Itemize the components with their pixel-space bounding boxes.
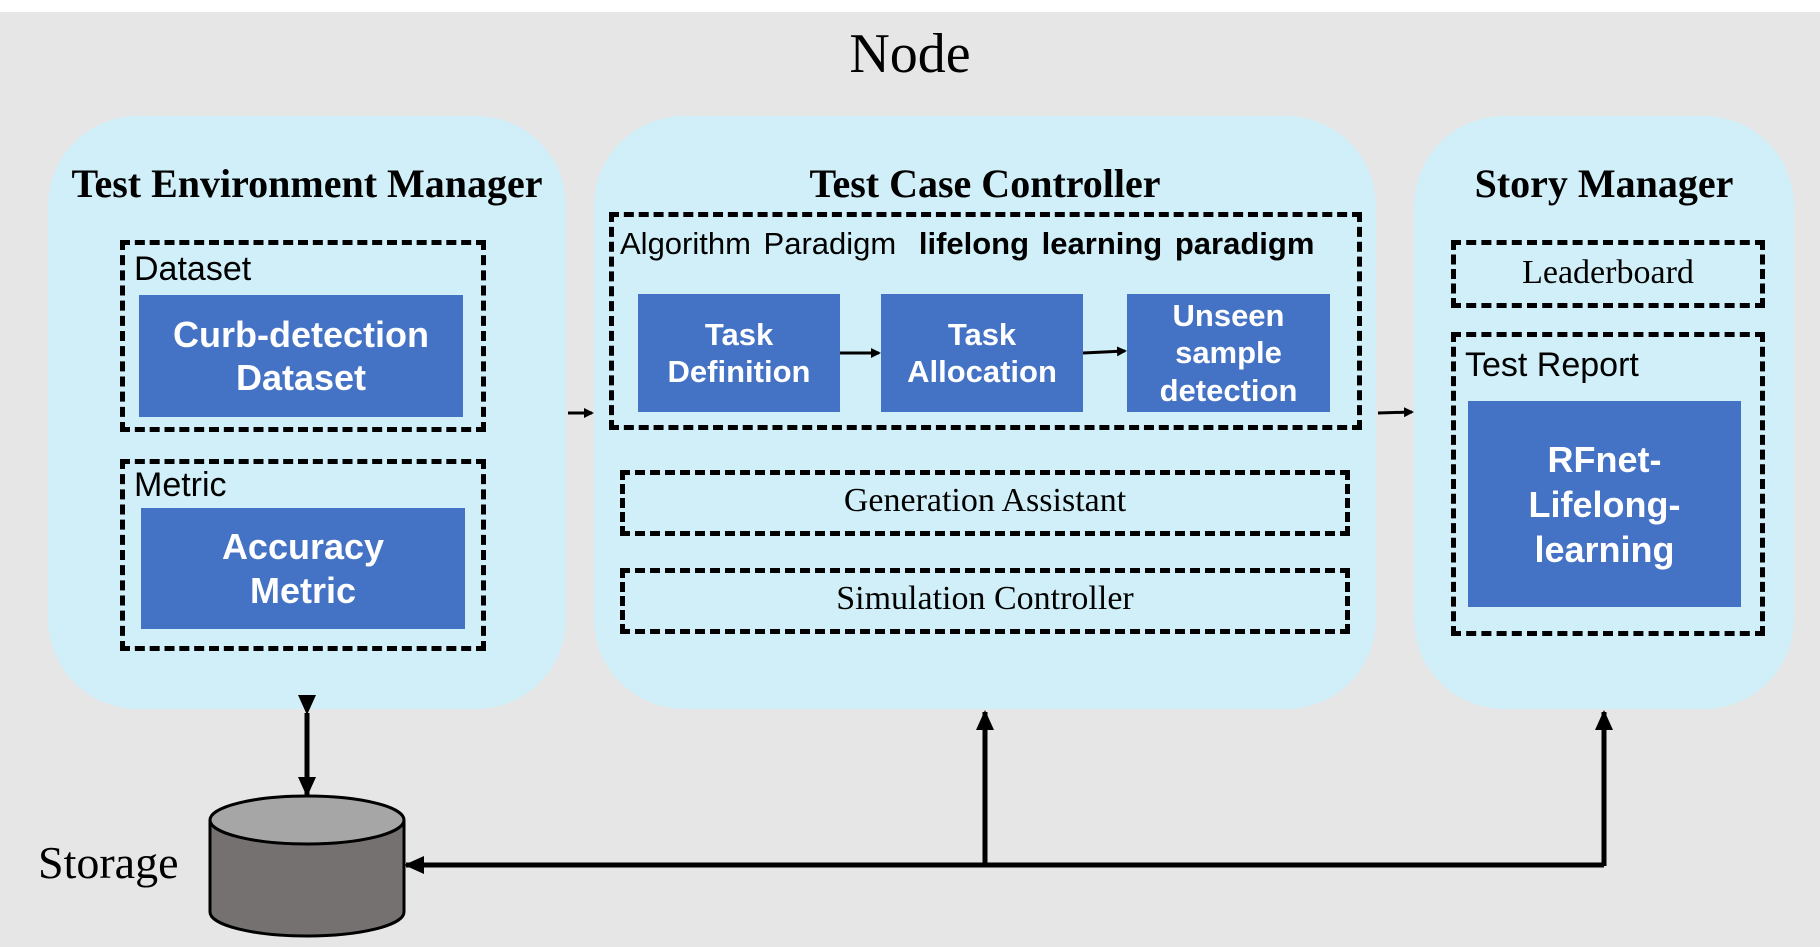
dataset-group xyxy=(120,240,486,432)
rfnet-lifelong-learning-box: RFnet-Lifelong-learning xyxy=(1468,401,1741,607)
generation-assistant-group xyxy=(620,470,1350,536)
story-manager-title: Story Manager xyxy=(1474,161,1734,206)
metric-label: Metric xyxy=(134,466,227,504)
simulation-controller-label: Simulation Controller xyxy=(836,580,1134,617)
paradigm-name: lifelong learning paradigm xyxy=(918,226,1315,261)
node-title: Node xyxy=(849,23,971,85)
storage-bus-line xyxy=(985,862,1607,868)
task-allocation-box: Task Allocation xyxy=(881,294,1083,412)
test-environment-manager-title: Test Environment Manager xyxy=(71,161,543,206)
dataset-label: Dataset xyxy=(134,250,252,288)
task-definition-box: Task Definition xyxy=(638,294,840,412)
test-report-group xyxy=(1451,332,1765,636)
simulation-controller-group xyxy=(620,568,1350,634)
metric-group xyxy=(120,459,486,651)
algorithm-paradigm-label: Algorithm Paradigm lifelong learning par… xyxy=(620,226,1314,262)
storage-cylinder-icon xyxy=(208,794,406,938)
arrow-allocation-to-unseen xyxy=(1082,346,1127,357)
algorithm-paradigm-group xyxy=(609,212,1362,430)
test-case-controller-title: Test Case Controller xyxy=(809,161,1161,206)
accuracy-metric-box: Accuracy Metric xyxy=(141,508,465,629)
curb-detection-dataset-box: Curb-detection Dataset xyxy=(139,295,463,417)
leaderboard-group xyxy=(1451,240,1765,308)
arrow-controller-to-story xyxy=(1377,407,1414,418)
test-report-label: Test Report xyxy=(1465,346,1639,384)
generation-assistant-label: Generation Assistant xyxy=(843,482,1127,519)
paradigm-prefix: Algorithm Paradigm xyxy=(620,226,897,261)
leaderboard-label: Leaderboard xyxy=(1522,254,1694,291)
storage-label: Storage xyxy=(38,837,179,888)
unseen-sample-detection-box: Unseen sample detection xyxy=(1127,294,1330,412)
